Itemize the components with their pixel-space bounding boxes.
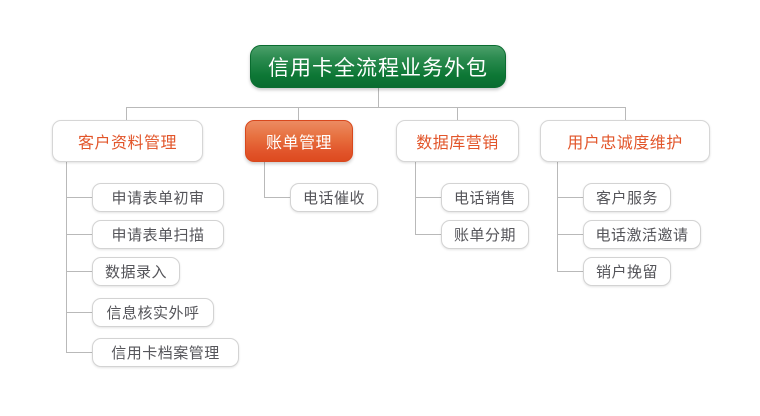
connector-stub-col3-1 [415, 197, 441, 198]
connector-stub-col1-3 [66, 271, 92, 272]
connector-spine-col2 [264, 162, 265, 197]
leaf-node-4-3[interactable]: 销户挽留 [583, 257, 671, 286]
connector-bus-drop-4 [625, 107, 626, 121]
leaf-node-1-5[interactable]: 信用卡档案管理 [92, 338, 239, 367]
connector-stub-col1-2 [66, 234, 92, 235]
connector-root-stem [378, 88, 379, 108]
connector-spine-col1 [66, 162, 67, 352]
leaf-node-1-2[interactable]: 申请表单扫描 [92, 220, 224, 249]
leaf-node-1-1[interactable]: 申请表单初审 [92, 183, 224, 212]
connector-bus-drop-2 [298, 107, 299, 121]
branch-node-4[interactable]: 用户忠诚度维护 [540, 120, 710, 162]
connector-stub-col3-2 [415, 234, 441, 235]
connector-stub-col1-1 [66, 197, 92, 198]
leaf-node-3-2[interactable]: 账单分期 [441, 220, 529, 249]
connector-bus-drop-3 [457, 107, 458, 121]
connector-root-bus [126, 107, 625, 108]
leaf-node-3-1[interactable]: 电话销售 [441, 183, 529, 212]
branch-node-2[interactable]: 账单管理 [245, 120, 353, 162]
leaf-node-4-2[interactable]: 电话激活邀请 [583, 220, 701, 249]
connector-stub-col1-4 [66, 312, 92, 313]
connector-spine-col4 [557, 162, 558, 272]
connector-stub-col2-1 [264, 197, 290, 198]
leaf-node-1-3[interactable]: 数据录入 [92, 257, 180, 286]
connector-stub-col1-5 [66, 352, 92, 353]
branch-node-3[interactable]: 数据库营销 [396, 120, 519, 162]
connector-spine-col3 [415, 162, 416, 234]
branch-node-1[interactable]: 客户资料管理 [52, 120, 203, 162]
connector-stub-col4-2 [557, 234, 583, 235]
connector-bus-drop-1 [126, 107, 127, 121]
connector-stub-col4-1 [557, 197, 583, 198]
leaf-node-4-1[interactable]: 客户服务 [583, 183, 671, 212]
leaf-node-1-4[interactable]: 信息核实外呼 [92, 298, 214, 327]
root-node[interactable]: 信用卡全流程业务外包 [250, 45, 506, 88]
connector-stub-col4-3 [557, 271, 583, 272]
leaf-node-2-1[interactable]: 电话催收 [290, 183, 378, 212]
